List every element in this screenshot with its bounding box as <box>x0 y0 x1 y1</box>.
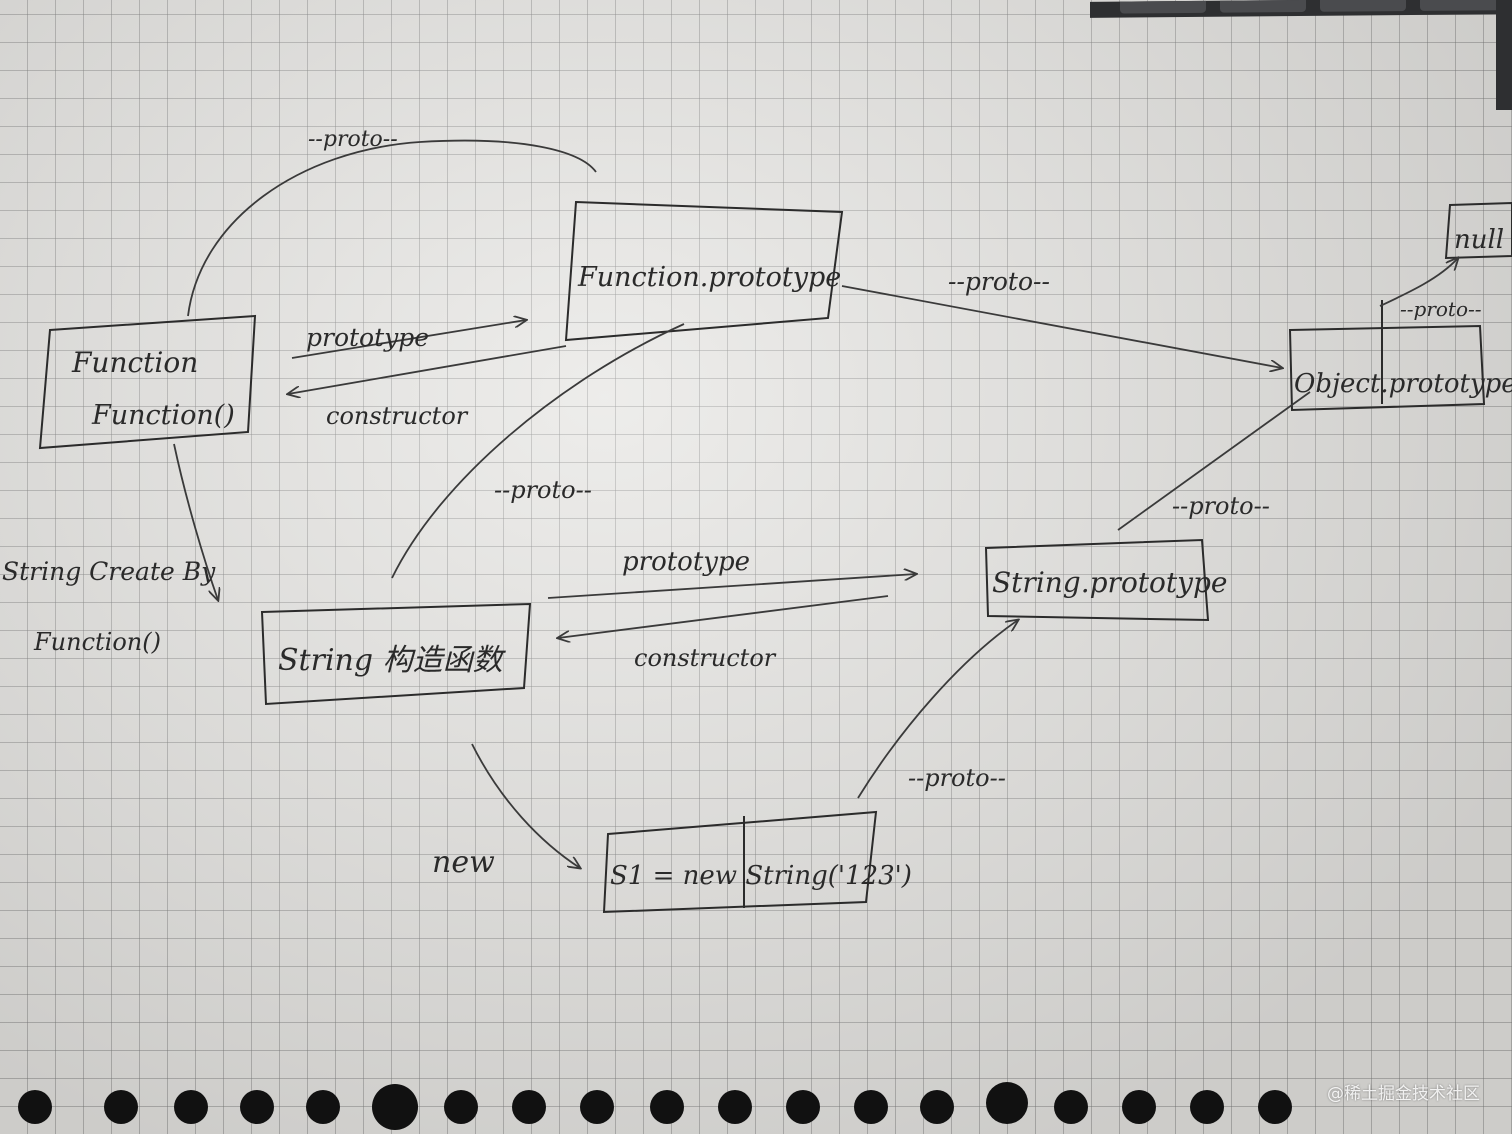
edge-string-prototype-label: prototype <box>622 547 750 577</box>
binder-holes <box>0 1074 1512 1134</box>
edge-string-created-by-label-2: Function() <box>33 628 161 656</box>
object-prototype-node: Object.prototype <box>1288 300 1512 412</box>
string-ctor-box <box>260 602 532 706</box>
edge-s1-proto-label: --proto-- <box>908 764 1006 792</box>
null-label: null <box>1454 225 1504 255</box>
s1-instance-box <box>602 810 878 914</box>
function-prototype-box <box>564 200 844 342</box>
function-prototype-node: Function.prototype <box>564 200 844 342</box>
keyboard-side <box>1496 0 1512 110</box>
binder-hole <box>1054 1090 1088 1124</box>
edge-string-created-by <box>173 443 218 600</box>
edge-string-prototype <box>547 574 916 599</box>
binder-hole <box>920 1090 954 1124</box>
edge-function-constructor-label: constructor <box>326 402 469 430</box>
edge-fnproto-to-objproto <box>841 285 1282 368</box>
watermark: @稀土掘金技术社区 <box>1327 1084 1480 1104</box>
function-label: Function <box>71 346 198 379</box>
edge-function-prototype <box>291 320 526 359</box>
binder-hole <box>372 1084 418 1130</box>
binder-hole <box>444 1090 478 1124</box>
binder-hole <box>18 1090 52 1124</box>
edge-s1-proto <box>857 620 1018 799</box>
edge-string-constructor-label: constructor <box>634 644 777 672</box>
edge-objproto-to-null <box>1379 258 1458 307</box>
string-ctor-node: String 构造函数 <box>260 602 532 706</box>
binder-hole <box>1122 1090 1156 1124</box>
binder-hole <box>650 1090 684 1124</box>
binder-hole <box>986 1082 1028 1124</box>
edge-fnproto-to-objproto-label: --proto-- <box>948 267 1050 296</box>
binder-hole <box>1190 1090 1224 1124</box>
edge-function-proto-label: --proto-- <box>308 127 398 152</box>
object-prototype-box <box>1288 324 1486 412</box>
string-prototype-box <box>984 538 1210 622</box>
edge-function-prototype-label: prototype <box>306 323 429 352</box>
string-ctor-label: String 构造函数 <box>278 643 507 678</box>
binder-hole <box>240 1090 274 1124</box>
edge-string-ctor-proto-label: --proto-- <box>494 476 592 504</box>
edge-new <box>471 743 580 868</box>
string-prototype-node: String.prototype <box>984 538 1227 622</box>
edge-strproto-to-objproto-label: --proto-- <box>1172 492 1270 520</box>
s1-instance-label: S1 = new String('123') <box>610 861 912 891</box>
s1-instance-node: S1 = new String('123') <box>602 810 912 914</box>
binder-hole <box>580 1090 614 1124</box>
edge-string-created-by-label: String Create By <box>2 557 216 586</box>
binder-hole <box>786 1090 820 1124</box>
function-node: Function Function() <box>38 314 257 450</box>
function-prototype-label: Function.prototype <box>577 262 841 293</box>
binder-hole <box>1258 1090 1292 1124</box>
binder-hole <box>718 1090 752 1124</box>
binder-hole <box>512 1090 546 1124</box>
function-box <box>38 314 257 450</box>
edge-function-proto-arc <box>187 139 597 317</box>
null-node: null <box>1444 201 1512 260</box>
edge-string-constructor <box>558 595 889 638</box>
edge-objproto-to-null-label: --proto-- <box>1400 297 1482 321</box>
null-box <box>1444 201 1512 260</box>
object-prototype-label: Object.prototype <box>1294 369 1512 399</box>
function-ctor-label: Function() <box>91 400 235 431</box>
edge-string-ctor-proto <box>391 323 685 579</box>
binder-hole <box>854 1090 888 1124</box>
binder-hole <box>174 1090 208 1124</box>
binder-hole <box>306 1090 340 1124</box>
binder-hole <box>104 1090 138 1124</box>
edge-strproto-to-objproto <box>1117 391 1311 531</box>
string-prototype-label: String.prototype <box>992 566 1227 599</box>
edge-function-constructor <box>288 345 567 394</box>
edge-new-label: new <box>432 845 495 880</box>
